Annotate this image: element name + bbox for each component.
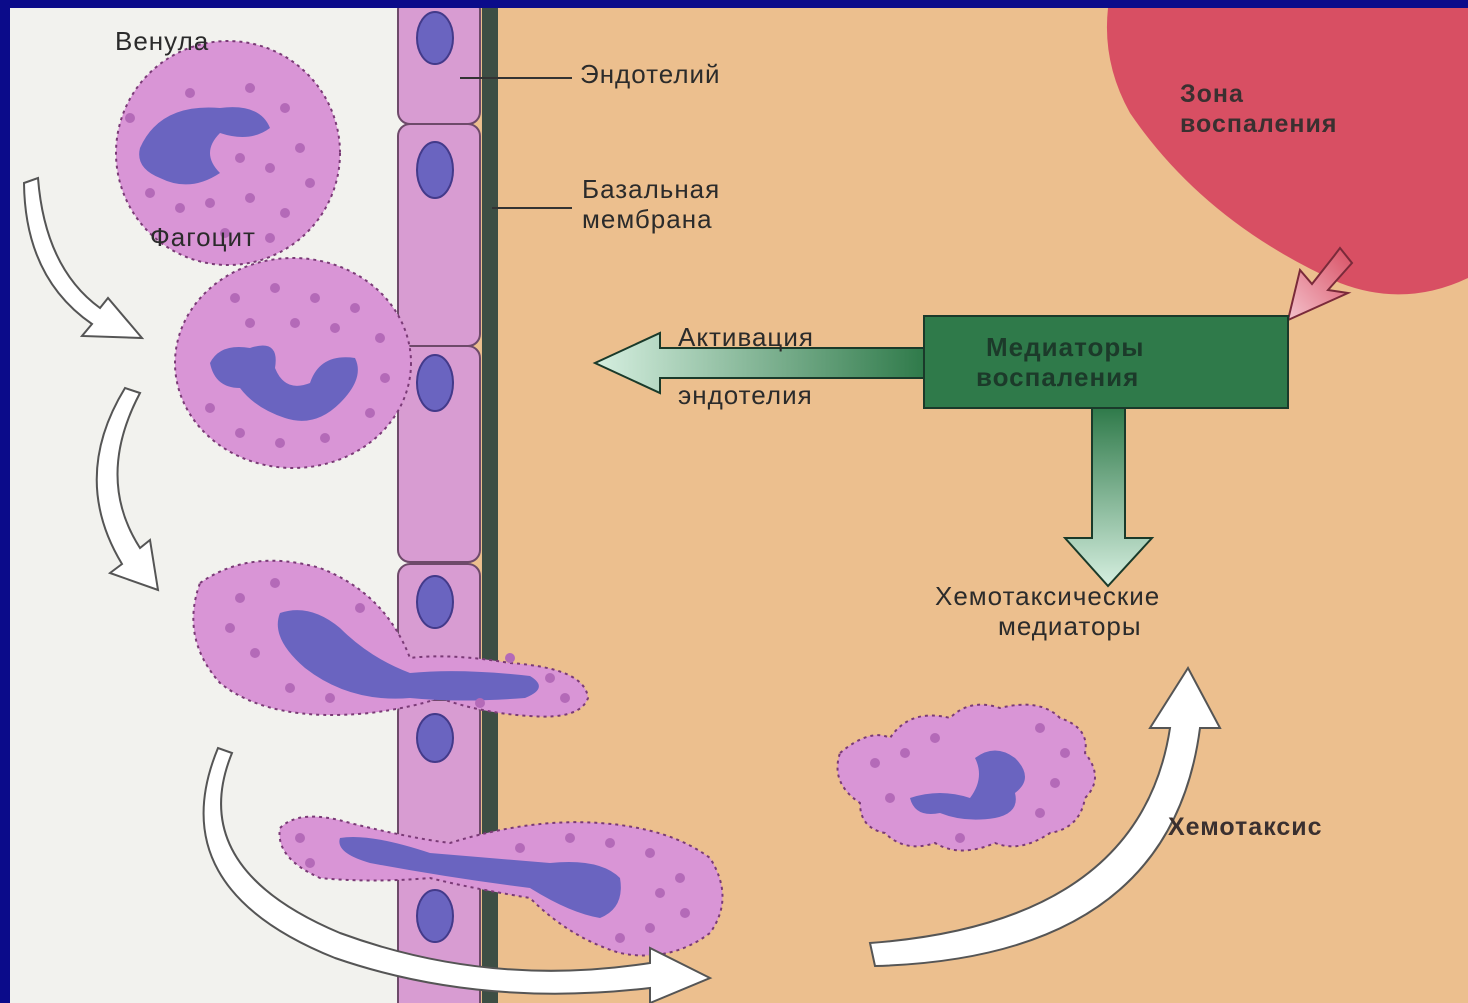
basal-membrane-label-line2: мембрана xyxy=(582,204,713,234)
activation-label-line2: эндотелия xyxy=(678,380,813,410)
mediators-label-line1: Медиаторы xyxy=(986,332,1144,362)
basal-membrane-label-line1: Базальная xyxy=(582,174,720,204)
endothelium-label: Эндотелий xyxy=(580,59,721,89)
phagocyte-cell-2 xyxy=(175,258,411,468)
activation-label-line1: Активация xyxy=(678,322,814,352)
inflammation-zone-label-line2: воспаления xyxy=(1180,110,1337,138)
chemotactic-mediators-label-line1: Хемотаксические xyxy=(935,581,1160,611)
phagocyte-label: Фагоцит xyxy=(150,222,256,252)
venula-label: Венула xyxy=(115,26,209,56)
phagocyte-migration-diagram: Венула Эндотелий Базальная мембрана Фаго… xyxy=(10,8,1468,1003)
chemotaxis-label: Хемотаксис xyxy=(1168,813,1323,841)
mediators-label-line2: воспаления xyxy=(976,362,1139,392)
chemotactic-mediators-label-line2: медиаторы xyxy=(998,611,1142,641)
inflammation-zone-label-line1: Зона xyxy=(1180,80,1244,108)
